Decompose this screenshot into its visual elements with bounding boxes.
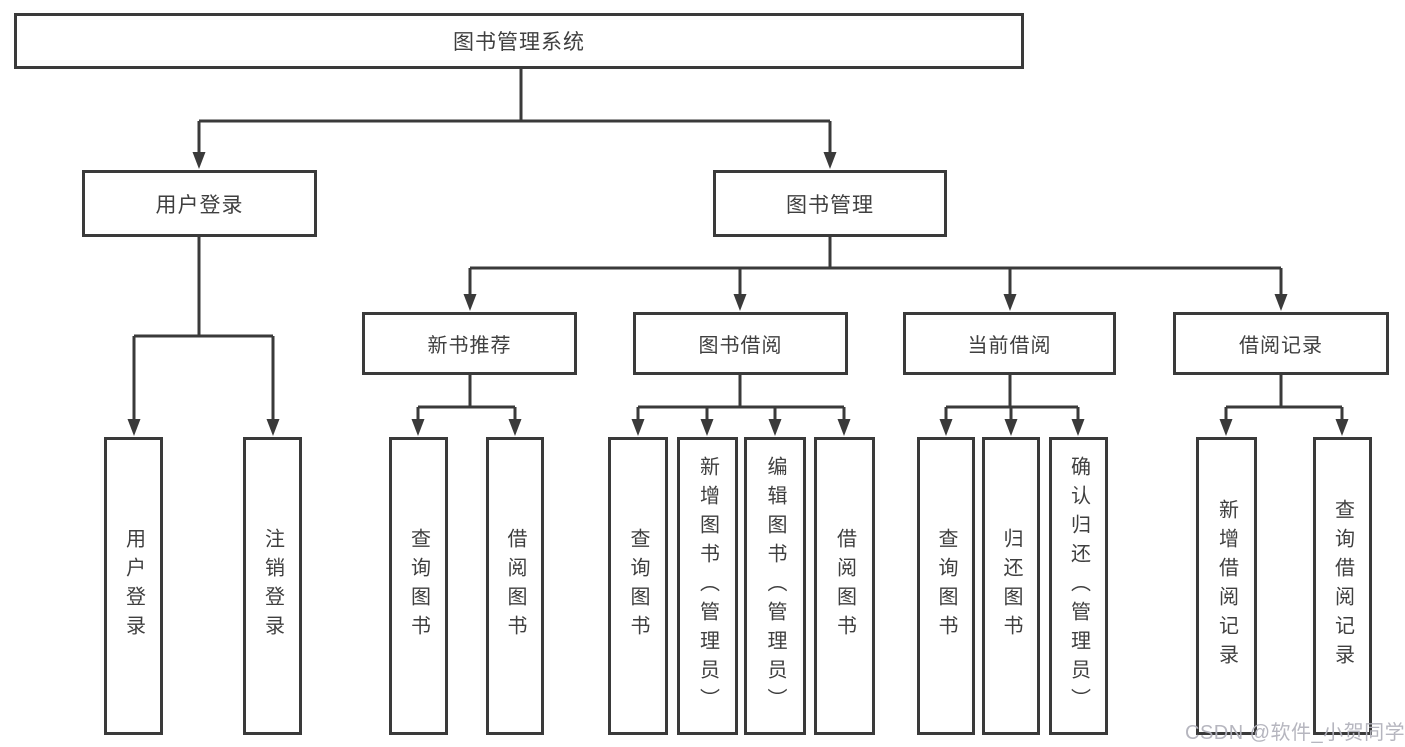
node-new-book-recommend: 新书推荐 — [362, 312, 577, 375]
leaf-return-books: 归还图书 — [982, 437, 1040, 735]
leaf-borrow-books-borrow: 借阅图书 — [814, 437, 875, 735]
node-user-login: 用户登录 — [82, 170, 317, 237]
leaf-query-books-newbooks-label: 查询图书 — [407, 528, 430, 644]
node-current-borrow-label: 当前借阅 — [967, 335, 1052, 357]
node-user-login-label: 用户登录 — [155, 193, 244, 217]
node-borrow-records-label: 借阅记录 — [1239, 335, 1323, 357]
node-book-management: 图书管理 — [713, 170, 947, 237]
connector-bookmgmt-to-level3 — [468, 237, 1283, 299]
node-book-borrow: 图书借阅 — [633, 312, 848, 375]
connector-records-to-leaves — [1224, 375, 1344, 424]
csdn-watermark: CSDN @软件_小贺同学 — [1185, 722, 1405, 744]
leaf-add-borrow-record: 新增借阅记录 — [1196, 437, 1257, 735]
leaf-user-login: 用户登录 — [104, 437, 163, 735]
leaf-add-books-admin: 新增图书（管理员） — [677, 437, 738, 735]
leaf-confirm-return-admin: 确认归还（管理员） — [1049, 437, 1108, 735]
leaf-add-books-admin-label: 新增图书（管理员） — [696, 455, 719, 717]
leaf-query-borrow-record-label: 查询借阅记录 — [1331, 499, 1354, 673]
leaf-logout: 注销登录 — [243, 437, 302, 735]
leaf-query-books-borrow-label: 查询图书 — [627, 528, 649, 644]
leaf-logout-label: 注销登录 — [261, 528, 284, 644]
connector-root-to-level2 — [197, 69, 832, 157]
leaf-edit-books-admin-label: 编辑图书（管理员） — [764, 455, 786, 717]
node-root: 图书管理系统 — [14, 13, 1024, 69]
leaf-borrow-books-newbooks-label: 借阅图书 — [504, 528, 526, 644]
node-root-label: 图书管理系统 — [453, 31, 585, 54]
leaf-query-books-newbooks: 查询图书 — [389, 437, 448, 735]
leaf-query-books-current-label: 查询图书 — [935, 528, 957, 644]
node-borrow-records: 借阅记录 — [1173, 312, 1389, 375]
leaf-query-books-current: 查询图书 — [917, 437, 975, 735]
connector-current-to-leaves — [944, 375, 1080, 424]
leaf-edit-books-admin: 编辑图书（管理员） — [744, 437, 806, 735]
leaf-borrow-books-borrow-label: 借阅图书 — [833, 528, 856, 644]
node-book-borrow-label: 图书借阅 — [698, 335, 783, 357]
leaf-query-books-borrow: 查询图书 — [608, 437, 668, 735]
connector-newbooks-to-leaves — [416, 375, 517, 424]
leaf-user-login-label: 用户登录 — [122, 528, 145, 644]
leaf-add-borrow-record-label: 新增借阅记录 — [1215, 499, 1238, 673]
node-new-book-recommend-label: 新书推荐 — [427, 335, 512, 357]
node-book-management-label: 图书管理 — [786, 193, 874, 217]
node-current-borrow: 当前借阅 — [903, 312, 1116, 375]
connector-userlogin-to-leaves — [132, 237, 275, 424]
leaf-return-books-label: 归还图书 — [1000, 528, 1022, 644]
connector-borrow-to-leaves — [636, 375, 846, 424]
leaf-confirm-return-admin-label: 确认归还（管理员） — [1067, 455, 1090, 717]
leaf-query-borrow-record: 查询借阅记录 — [1313, 437, 1372, 735]
leaf-borrow-books-newbooks: 借阅图书 — [486, 437, 544, 735]
